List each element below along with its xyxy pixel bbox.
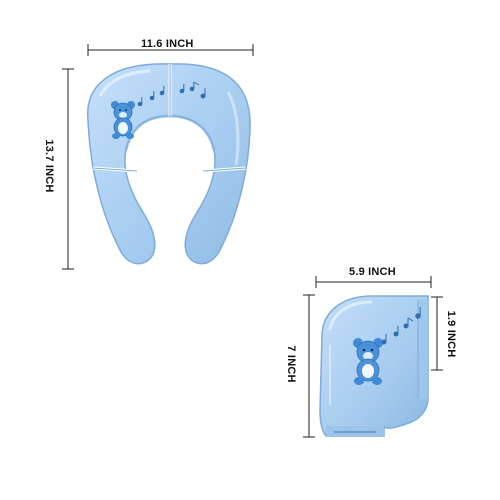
bear-icon bbox=[353, 338, 383, 385]
dimension-label-folded-height: 7 INCH bbox=[285, 345, 297, 383]
bear-icon bbox=[111, 101, 135, 139]
dimension-line-open-height bbox=[62, 68, 74, 270]
potty-seat-open-icon bbox=[87, 63, 251, 265]
music-notes-icon bbox=[381, 307, 421, 345]
dimension-label-open-height: 13.7 INCH bbox=[43, 139, 55, 193]
dimension-label-folded-width: 5.9 INCH bbox=[349, 266, 396, 278]
dimension-line-open-width bbox=[87, 44, 254, 56]
dimension-line-folded-width bbox=[315, 276, 432, 288]
dimension-line-folded-height bbox=[303, 294, 315, 438]
music-notes-icon bbox=[137, 81, 206, 107]
dimension-label-open-width: 11.6 INCH bbox=[141, 38, 194, 50]
dimension-line-folded-depth bbox=[431, 296, 443, 371]
dimension-label-folded-depth: 1.9 INCH bbox=[445, 310, 457, 358]
